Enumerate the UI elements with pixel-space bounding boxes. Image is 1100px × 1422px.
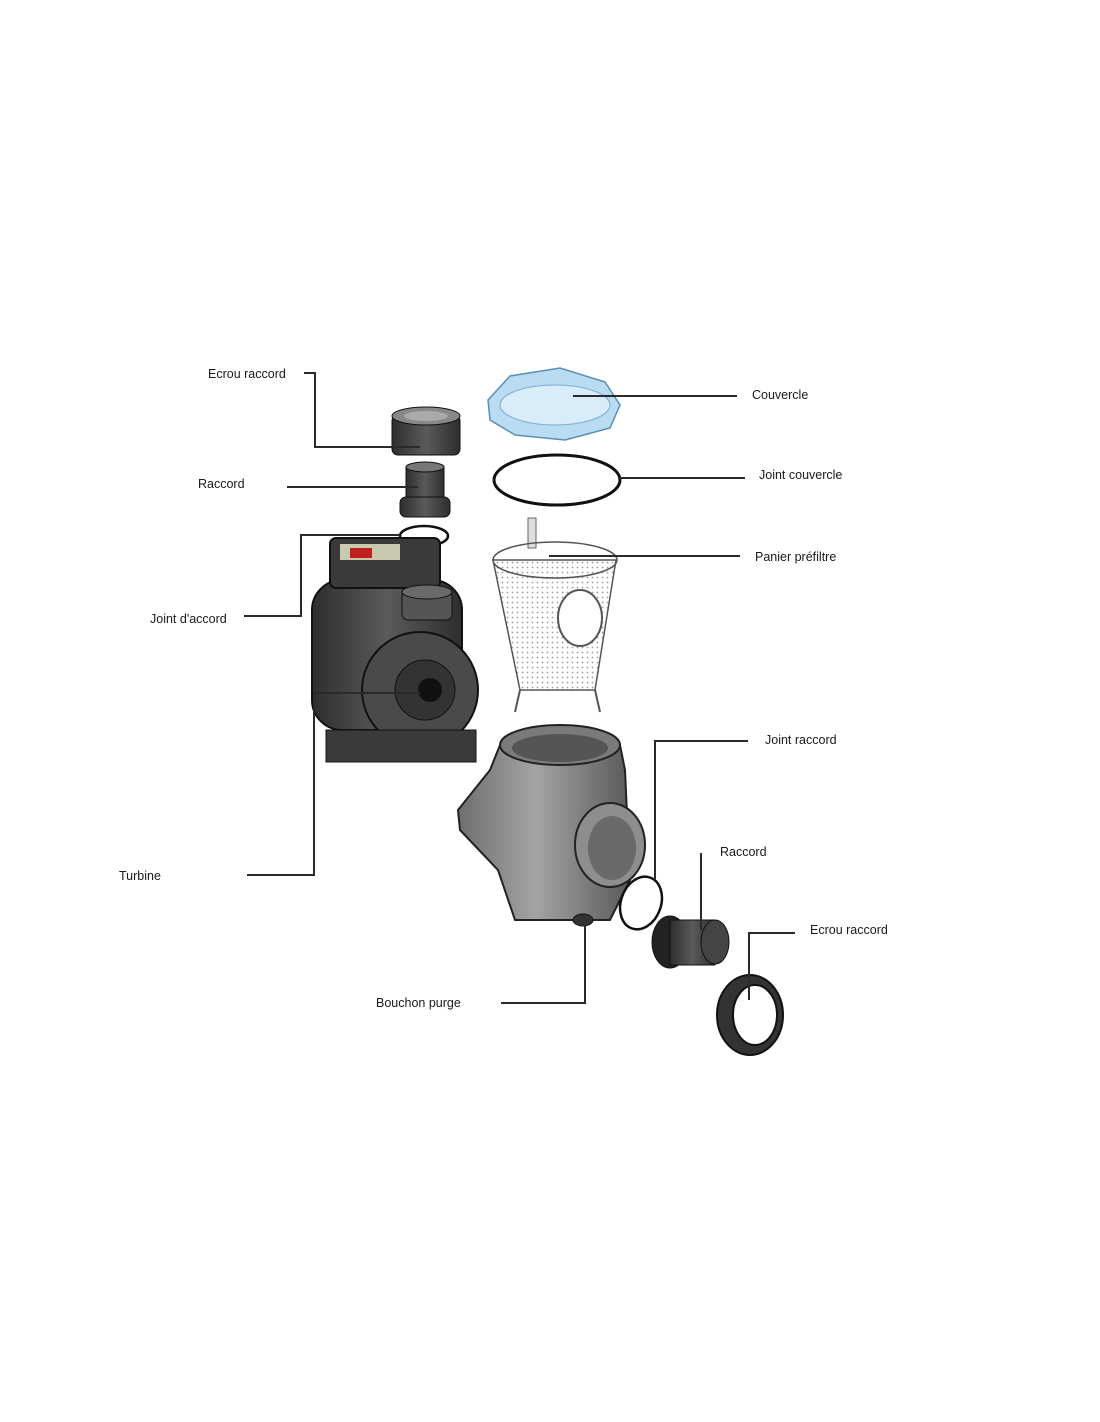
label-ecrou-raccord-top: Ecrou raccord: [208, 367, 286, 381]
fitting-right: [651, 915, 730, 969]
leader-bouchon-purge: [501, 925, 586, 1004]
label-raccord-top: Raccord: [198, 477, 245, 491]
fitting-top: [399, 461, 451, 518]
strainer-housing: [456, 724, 646, 927]
label-couvercle: Couvercle: [752, 388, 809, 402]
label-ecrou-raccord-right: Ecrou raccord: [810, 923, 888, 937]
union-nut-right: [716, 974, 784, 1056]
label-joint-daccord: Joint d'accord: [150, 612, 227, 626]
label-joint-couvercle: Joint couvercle: [759, 468, 843, 482]
union-nut-top: [391, 406, 461, 456]
label-bouchon-purge: Bouchon purge: [376, 996, 461, 1010]
label-turbine: Turbine: [119, 869, 161, 883]
label-panier-prefiltre: Panier préfiltre: [755, 550, 837, 564]
label-joint-raccord: Joint raccord: [765, 733, 837, 747]
lid: [487, 367, 621, 441]
pump-motor: [311, 537, 479, 763]
leader-turbine: [247, 692, 420, 876]
leader-joint-raccord: [654, 740, 748, 880]
leader-ecrou-raccord-right: [748, 932, 795, 1000]
leader-ecrou-raccord-top: [304, 372, 420, 448]
o-ring-right: [618, 875, 664, 931]
strainer-basket: [492, 517, 618, 713]
label-raccord-right: Raccord: [720, 845, 767, 859]
leader-joint-daccord: [244, 534, 400, 617]
lid-o-ring: [492, 453, 622, 507]
